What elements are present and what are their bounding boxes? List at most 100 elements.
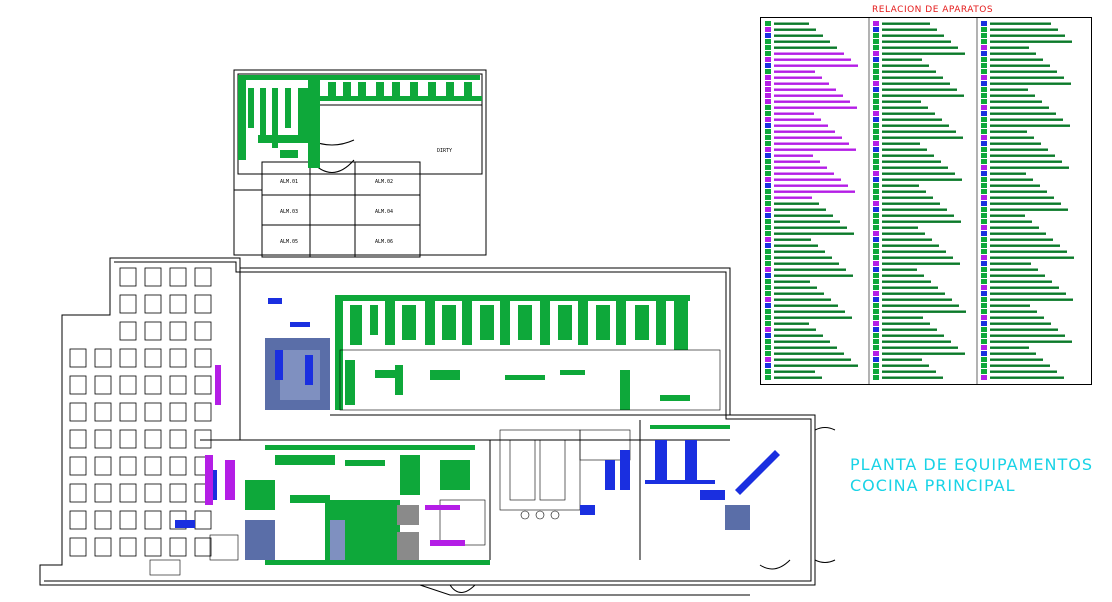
legend-index-cell <box>981 357 987 362</box>
legend-entry-line <box>882 166 948 169</box>
legend-entry-line <box>990 298 1073 301</box>
legend-index-cell <box>765 147 771 152</box>
legend-index-cell <box>981 45 987 50</box>
legend-entry-line <box>882 286 938 289</box>
dining-table <box>144 294 162 314</box>
legend-entry-line <box>774 196 812 199</box>
legend-entry-line <box>882 262 960 265</box>
legend-index-cell <box>981 237 987 242</box>
legend-entry-line <box>774 376 822 379</box>
legend-entry-line <box>990 136 1034 139</box>
legend-entry-line <box>774 280 810 283</box>
legend-entry-line <box>990 40 1072 43</box>
legend-index-cell <box>873 99 879 104</box>
legend-index-cell <box>765 219 771 224</box>
legend-entry-line <box>882 178 962 181</box>
legend-index-cell <box>873 369 879 374</box>
legend-index-cell <box>981 243 987 248</box>
legend-entry-line <box>882 220 961 223</box>
legend-entry-line <box>882 328 937 331</box>
dining-table <box>169 375 187 395</box>
dining-table <box>94 402 112 422</box>
legend-index-cell <box>873 309 879 314</box>
dining-table <box>169 537 187 557</box>
legend-index-cell <box>765 141 771 146</box>
legend-index-cell <box>981 27 987 32</box>
dining-table <box>194 510 212 530</box>
legend-index-cell <box>765 255 771 260</box>
legend-index-cell <box>981 183 987 188</box>
legend-entry-line <box>882 334 944 337</box>
legend-index-cell <box>765 159 771 164</box>
legend-entry-line <box>774 100 850 103</box>
legend-entry-line <box>990 28 1058 31</box>
legend-entry-line <box>990 352 1036 355</box>
legend-index-cell <box>765 183 771 188</box>
legend-entry-line <box>774 76 822 79</box>
legend-index-cell <box>873 57 879 62</box>
dining-table <box>144 267 162 287</box>
dining-table <box>144 375 162 395</box>
legend-index-cell <box>981 291 987 296</box>
legend-index-cell <box>981 159 987 164</box>
legend-index-cell <box>873 339 879 344</box>
dining-table <box>94 348 112 368</box>
dining-table <box>119 348 137 368</box>
legend-index-cell <box>981 345 987 350</box>
legend-index-cell <box>981 21 987 26</box>
legend-index-cell <box>765 39 771 44</box>
legend-entry-line <box>774 262 839 265</box>
legend-index-cell <box>765 57 771 62</box>
legend-entry-line <box>882 70 936 73</box>
legend-index-cell <box>981 213 987 218</box>
main-building-walls <box>39 257 836 596</box>
legend-index-cell <box>981 111 987 116</box>
legend-index-cell <box>981 165 987 170</box>
dining-table <box>194 402 212 422</box>
dining-table <box>119 429 137 449</box>
legend-index-cell <box>765 333 771 338</box>
legend-entry-line <box>774 370 815 373</box>
legend-entry-line <box>774 64 858 67</box>
legend-entry-line <box>990 58 1043 61</box>
legend-index-cell <box>765 273 771 278</box>
legend-index-cell <box>873 87 879 92</box>
legend-entry-line <box>990 82 1071 85</box>
legend-entry-line <box>774 208 826 211</box>
legend-index-cell <box>873 231 879 236</box>
legend-index-cell <box>981 39 987 44</box>
corridor-details <box>149 510 560 576</box>
legend-index-cell <box>981 261 987 266</box>
legend-entry-line <box>882 196 933 199</box>
legend-index-cell <box>873 345 879 350</box>
legend-index-cell <box>873 273 879 278</box>
legend-entry-line <box>990 178 1033 181</box>
legend-index-cell <box>981 333 987 338</box>
legend-entry-line <box>990 208 1068 211</box>
dining-table <box>119 456 137 476</box>
legend-index-cell <box>873 93 879 98</box>
legend-entry-line <box>882 352 965 355</box>
legend-entry-line <box>990 364 1050 367</box>
dining-table <box>144 348 162 368</box>
room-label-alm4: ALM.04 <box>375 209 393 215</box>
legend-entry-line <box>990 328 1058 331</box>
legend-index-cell <box>765 309 771 314</box>
grey-blocks <box>397 505 419 560</box>
legend-entry-line <box>774 52 844 55</box>
legend-index-cell <box>873 111 879 116</box>
legend-index-cell <box>873 249 879 254</box>
legend-entry-line <box>774 322 809 325</box>
legend-entry-line <box>882 202 940 205</box>
legend-entry-line <box>774 244 818 247</box>
legend-index-cell <box>765 363 771 368</box>
legend-index-cell <box>765 327 771 332</box>
legend-index-cell <box>981 75 987 80</box>
dining-table <box>69 402 87 422</box>
dining-table <box>194 321 212 341</box>
legend-entry-line <box>774 58 851 61</box>
legend-entry-line <box>882 172 955 175</box>
legend-index-cell <box>981 63 987 68</box>
legend-index-cell <box>873 195 879 200</box>
legend-entry-line <box>882 244 939 247</box>
